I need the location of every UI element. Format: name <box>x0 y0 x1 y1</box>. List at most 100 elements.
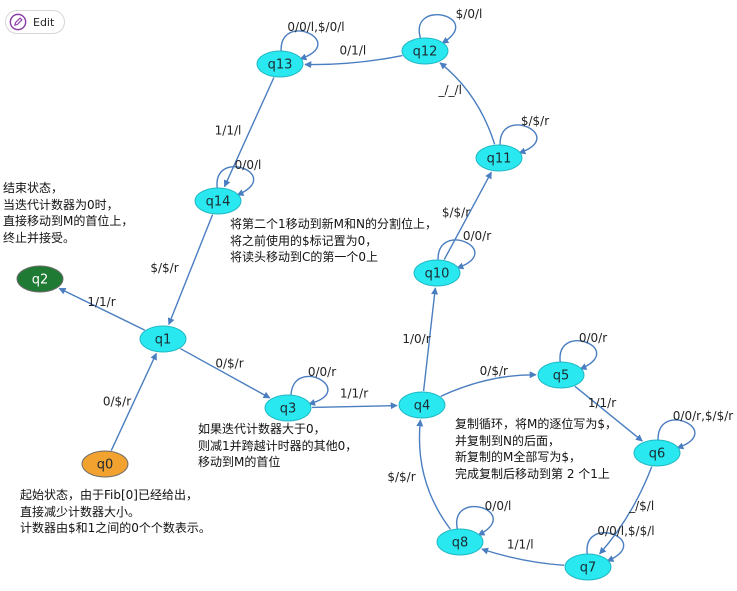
transition-q4-q5 <box>440 371 537 397</box>
transition-label-q13-q14: 1/1/l <box>215 124 242 138</box>
transition-label-q12-q13: 0/1/l <box>340 43 367 57</box>
state-q8-label: q8 <box>452 536 469 551</box>
state-q6[interactable]: q6 <box>633 439 681 467</box>
self-loop-q6 <box>657 419 696 450</box>
transition-label-q1-q3: 0/$/r <box>215 357 243 371</box>
transition-label-q6-q6: 0/0/r,$/$/r <box>673 409 733 423</box>
state-q10-shape <box>413 259 461 287</box>
state-q7-label: q7 <box>580 561 597 576</box>
self-loop-q13 <box>280 30 319 61</box>
transition-q4-q10 <box>422 287 439 392</box>
transition-label-q5-q6: 1/1/r <box>588 396 616 410</box>
note-copy-loop: 复制循环，将M的逐位写为$，并复制到N的后面， 新复制的M全部写为$，完成复制后… <box>455 417 617 481</box>
transition-q7-q8 <box>481 547 565 567</box>
state-q4-label: q4 <box>414 399 431 414</box>
state-q11-label: q11 <box>487 152 512 167</box>
transition-label-q10-q11: $/$/r <box>442 206 470 220</box>
state-q10-label: q10 <box>425 267 450 282</box>
transition-label-q10-q10: 0/0/r <box>463 229 491 243</box>
pencil-icon <box>9 13 27 31</box>
note-decrement: 如果迭代计数器大于0，则减1并跨越计时器的其他0， 移动到M的首位 <box>198 422 358 469</box>
state-q2[interactable]: q2 <box>16 265 64 293</box>
transition-label-q11-q11: $/$/r <box>521 114 549 128</box>
self-loop-q11 <box>499 124 538 155</box>
state-q11[interactable]: q11 <box>475 144 523 172</box>
state-q0-label: q0 <box>97 458 114 473</box>
transition-label-q8-q8: 0/0/l <box>485 499 512 513</box>
transition-label-q4-q5: 0/$/r <box>480 364 508 378</box>
transition-label-q0-q1: 0/$/r <box>103 395 131 409</box>
state-q8[interactable]: q8 <box>436 528 484 556</box>
state-q0[interactable]: q0 <box>81 450 129 478</box>
state-q13-shape <box>256 50 304 78</box>
self-loop-q12 <box>418 13 457 44</box>
state-q12-label: q12 <box>413 45 438 60</box>
state-q12[interactable]: q12 <box>401 37 449 65</box>
state-q13-label: q13 <box>268 58 293 73</box>
state-q3[interactable]: q3 <box>264 394 312 422</box>
state-q1[interactable]: q1 <box>139 325 187 353</box>
edit-button-label: Edit <box>33 15 55 29</box>
state-q13[interactable]: q13 <box>256 50 304 78</box>
note-start-state: 起始状态，由于Fib[0]已经给出，直接减少计数器大小。 计数器由$和1之间的0… <box>20 488 211 535</box>
note-move-split: 将第二个1移动到新M和N的分割位上，将之前使用的$标记置为0， 将读头移动到C的… <box>230 217 437 264</box>
transition-q11-q12 <box>439 62 496 145</box>
state-q5-shape <box>537 361 585 389</box>
state-q0-shape <box>81 450 129 478</box>
state-q1-label: q1 <box>155 333 172 348</box>
state-q6-shape <box>633 439 681 467</box>
state-q5-label: q5 <box>553 369 570 384</box>
state-q3-label: q3 <box>280 402 297 417</box>
state-q2-label: q2 <box>32 273 49 288</box>
transition-label-q3-q4: 1/1/r <box>340 387 368 401</box>
transition-label-q3-q3: 0/0/r <box>308 365 336 379</box>
state-q8-shape <box>436 528 484 556</box>
transition-q1-q3 <box>179 347 271 399</box>
state-q12-shape <box>401 37 449 65</box>
transition-label-q4-q10: 1/0/r <box>402 332 430 346</box>
transition-label-q13-q13: 0/0/l,$/0/l <box>287 20 344 34</box>
transition-q8-q4 <box>416 419 451 530</box>
state-q11-shape <box>475 144 523 172</box>
self-loop-q8 <box>456 505 494 536</box>
transition-label-q14-q1: $/$/r <box>150 261 178 275</box>
transition-label-q12-q12: $/0/l <box>456 7 483 21</box>
state-q10[interactable]: q10 <box>413 259 461 287</box>
self-loop-q5 <box>559 340 598 370</box>
transition-q12-q13 <box>304 54 403 69</box>
transition-q14-q1 <box>167 214 214 326</box>
transition-label-q6-q7: _/$/l <box>628 499 654 513</box>
self-loop-q7 <box>586 532 625 562</box>
note-end-state: 结束状态，当迭代计数器为0时， 直接移动到M的首位上，终止并接受。 <box>3 181 134 245</box>
state-q2-shape <box>16 265 64 293</box>
transition-q1-q2 <box>58 287 145 331</box>
transition-label-q7-q8: 1/1/l <box>507 537 534 551</box>
state-q7-shape <box>564 553 612 581</box>
edit-button[interactable]: Edit <box>5 10 65 34</box>
transition-label-q5-q5: 0/0/r <box>579 331 607 345</box>
state-q14-shape <box>194 187 242 215</box>
state-q6-label: q6 <box>649 447 666 462</box>
self-loop-q10 <box>437 239 476 270</box>
transition-q0-q1 <box>110 352 157 451</box>
state-q1-shape <box>139 325 187 353</box>
transition-label-q14-q14: 0/0/l <box>235 158 262 172</box>
transition-q3-q4 <box>311 402 398 410</box>
transition-q10-q11 <box>443 171 492 261</box>
transition-label-q7-q7: 0/0/l,$/$/l <box>597 524 654 538</box>
state-q14[interactable]: q14 <box>194 187 242 215</box>
transition-label-q8-q4: $/$/r <box>387 470 415 484</box>
transition-q6-q7 <box>599 466 653 555</box>
state-q5[interactable]: q5 <box>537 361 585 389</box>
self-loop-q3 <box>290 375 329 406</box>
transition-label-q11-q12: _/_/l <box>438 83 462 97</box>
state-q7[interactable]: q7 <box>564 553 612 581</box>
transition-q13-q14 <box>223 77 275 188</box>
state-q14-label: q14 <box>206 195 231 210</box>
transition-q5-q6 <box>574 385 643 442</box>
transition-label-q1-q2: 1/1/r <box>87 295 115 309</box>
self-loop-q14 <box>216 166 255 196</box>
state-q4-shape <box>398 391 446 419</box>
state-q4[interactable]: q4 <box>398 391 446 419</box>
